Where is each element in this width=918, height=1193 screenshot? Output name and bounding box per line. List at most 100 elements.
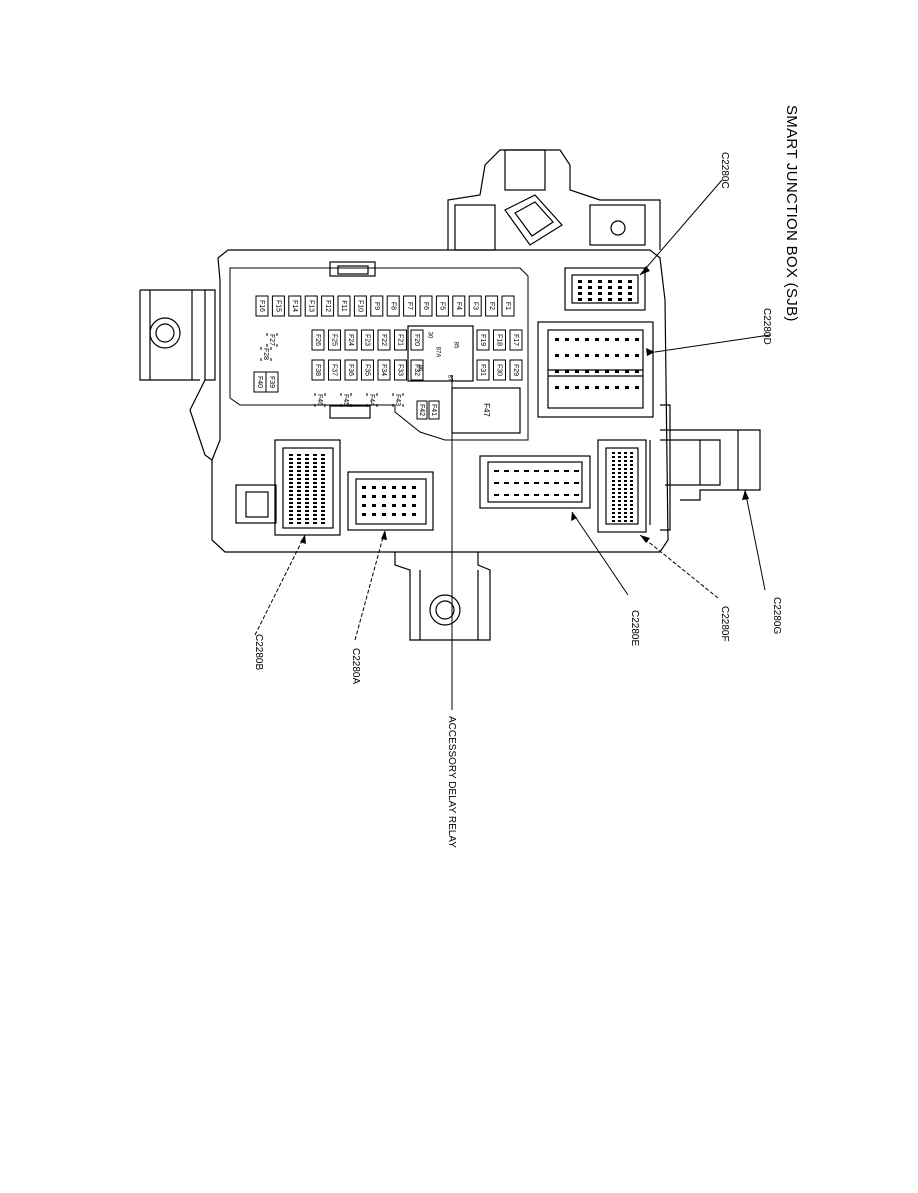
fuse-label: F19 xyxy=(479,334,486,346)
pin xyxy=(321,474,325,476)
pin xyxy=(554,470,559,472)
fuse-f5: F5 xyxy=(435,295,449,317)
pin xyxy=(392,495,396,498)
fuse-label: F31 xyxy=(479,364,486,376)
pin xyxy=(565,354,569,357)
pin xyxy=(625,370,629,373)
pin xyxy=(313,470,317,472)
pin xyxy=(313,502,317,504)
fuse-label: F38 xyxy=(314,364,321,376)
pin xyxy=(630,464,633,466)
pin xyxy=(618,508,621,510)
pin xyxy=(321,458,325,460)
pin xyxy=(624,488,627,490)
fuse-f29: F29 xyxy=(509,359,523,381)
pin xyxy=(615,338,619,341)
pin xyxy=(575,338,579,341)
pin xyxy=(555,370,559,373)
fuse-label: F40 xyxy=(256,376,263,388)
pin xyxy=(313,498,317,500)
pin xyxy=(618,480,621,482)
pin xyxy=(624,468,627,470)
pin xyxy=(313,482,317,484)
pin xyxy=(494,482,499,484)
pin xyxy=(612,504,615,506)
pin xyxy=(321,486,325,488)
pin xyxy=(585,338,589,341)
pin xyxy=(305,514,309,516)
pin xyxy=(504,494,509,496)
pin xyxy=(630,452,633,454)
pin xyxy=(588,286,592,289)
fuse-label: F11 xyxy=(340,300,347,312)
pin xyxy=(321,482,325,484)
pin xyxy=(598,298,602,301)
fuse-f22: F22 xyxy=(377,329,391,351)
fuse-f24: F24 xyxy=(344,329,358,351)
fuse-f7: F7 xyxy=(403,295,417,317)
fuse-label: F17 xyxy=(512,334,519,346)
fuse-f6: F6 xyxy=(419,295,433,317)
fuse-f19: F19 xyxy=(476,329,490,351)
pin xyxy=(544,470,549,472)
pin xyxy=(630,500,633,502)
pin xyxy=(618,488,621,490)
fuse-f28: F28 xyxy=(260,347,272,361)
pin xyxy=(321,510,325,512)
pin xyxy=(313,454,317,456)
pin xyxy=(612,512,615,514)
fuse-label: F28 xyxy=(262,348,269,360)
fuse-f35: F35 xyxy=(361,359,374,381)
leader-lines xyxy=(254,179,771,710)
pin xyxy=(402,495,406,498)
pin xyxy=(297,466,301,468)
pin xyxy=(514,494,519,496)
pin xyxy=(625,354,629,357)
pin xyxy=(624,520,627,522)
fuse-f14: F14 xyxy=(288,295,302,317)
pin xyxy=(630,472,633,474)
pin xyxy=(297,454,301,456)
pin xyxy=(608,280,612,283)
pin xyxy=(618,464,621,466)
pin xyxy=(321,454,325,456)
pin xyxy=(612,520,615,522)
pin xyxy=(544,482,549,484)
fuse-f37: F37 xyxy=(328,359,341,381)
pin xyxy=(297,498,301,500)
fuse-label: F43 xyxy=(394,394,401,406)
fuse-f46: F46 xyxy=(314,393,326,407)
pin xyxy=(624,484,627,486)
pin xyxy=(624,456,627,458)
pin xyxy=(289,498,293,500)
pin xyxy=(504,482,509,484)
pin xyxy=(630,488,633,490)
fuse-f17: F17 xyxy=(509,329,523,351)
pin xyxy=(612,508,615,510)
pin xyxy=(618,468,621,470)
label-c2280g: C2280G xyxy=(771,597,782,635)
pin xyxy=(630,516,633,518)
fuse-label: F34 xyxy=(380,364,387,376)
pin xyxy=(612,476,615,478)
pin xyxy=(289,478,293,480)
relay-pin-label: 30 xyxy=(426,332,432,339)
pin xyxy=(305,482,309,484)
fuse-label: F5 xyxy=(439,302,446,310)
pin xyxy=(313,510,317,512)
pin xyxy=(635,354,639,357)
pin xyxy=(305,470,309,472)
pin xyxy=(362,504,366,507)
fuse-label: F36 xyxy=(347,364,354,376)
pin xyxy=(618,516,621,518)
fuse-label: F21 xyxy=(397,334,404,346)
pin xyxy=(382,504,386,507)
fuse-label: F20 xyxy=(413,334,420,346)
fuse-f26: F26 xyxy=(311,329,325,351)
fuse-label: F41 xyxy=(430,404,437,416)
pin xyxy=(612,488,615,490)
pin xyxy=(289,522,293,524)
pin xyxy=(624,500,627,502)
pin xyxy=(534,470,539,472)
fuse-f3: F3 xyxy=(468,295,482,317)
